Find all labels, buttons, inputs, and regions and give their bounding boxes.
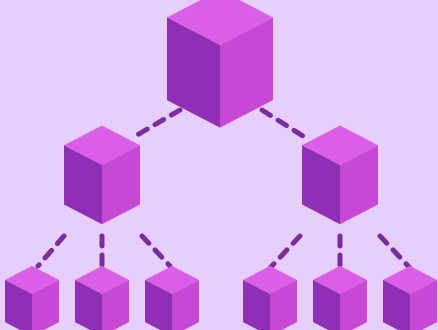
connector-root-to-left — [129, 107, 183, 141]
connector-root-to-right — [259, 107, 309, 141]
cube-top-face — [64, 125, 140, 165]
cube-right-face — [172, 279, 199, 330]
middle-cube-right — [302, 125, 378, 225]
leaf-cube-2 — [75, 265, 129, 330]
cube-right-face — [270, 279, 297, 330]
cube-left-face — [145, 279, 172, 330]
leaf-cube-6 — [383, 265, 437, 330]
cube-top-face — [383, 265, 437, 294]
connector-left-to-leaf-3 — [139, 233, 173, 269]
cube-right-face — [220, 17, 273, 128]
cube-top-face — [243, 265, 297, 294]
cube-right-face — [32, 279, 59, 330]
cube-top-face — [167, 0, 273, 45]
cube-left-face — [243, 279, 270, 330]
leaf-cube-3 — [145, 265, 199, 330]
cube-left-face — [302, 145, 340, 225]
cube-left-face — [64, 145, 102, 225]
middle-cube-left — [64, 125, 140, 225]
cube-top-face — [145, 265, 199, 294]
cube-top-face — [75, 265, 129, 294]
cube-top-face — [302, 125, 378, 165]
root-cube — [167, 0, 273, 128]
connector-left-to-leaf-1 — [35, 233, 67, 269]
connector-lines — [35, 107, 413, 271]
cube-left-face — [383, 279, 410, 330]
cube-left-face — [313, 279, 340, 330]
cube-nodes — [5, 0, 437, 330]
cube-right-face — [410, 279, 437, 330]
cube-right-face — [340, 145, 378, 225]
cube-top-face — [5, 265, 59, 294]
cube-right-face — [102, 279, 129, 330]
connector-right-to-leaf-4 — [267, 233, 303, 271]
cube-top-face — [313, 265, 367, 294]
leaf-cube-1 — [5, 265, 59, 330]
connector-right-to-leaf-6 — [377, 233, 413, 271]
cube-left-face — [5, 279, 32, 330]
leaf-cube-5 — [313, 265, 367, 330]
cube-right-face — [340, 279, 367, 330]
leaf-cube-4 — [243, 265, 297, 330]
cube-left-face — [75, 279, 102, 330]
cube-left-face — [167, 17, 220, 128]
cube-right-face — [102, 145, 140, 225]
